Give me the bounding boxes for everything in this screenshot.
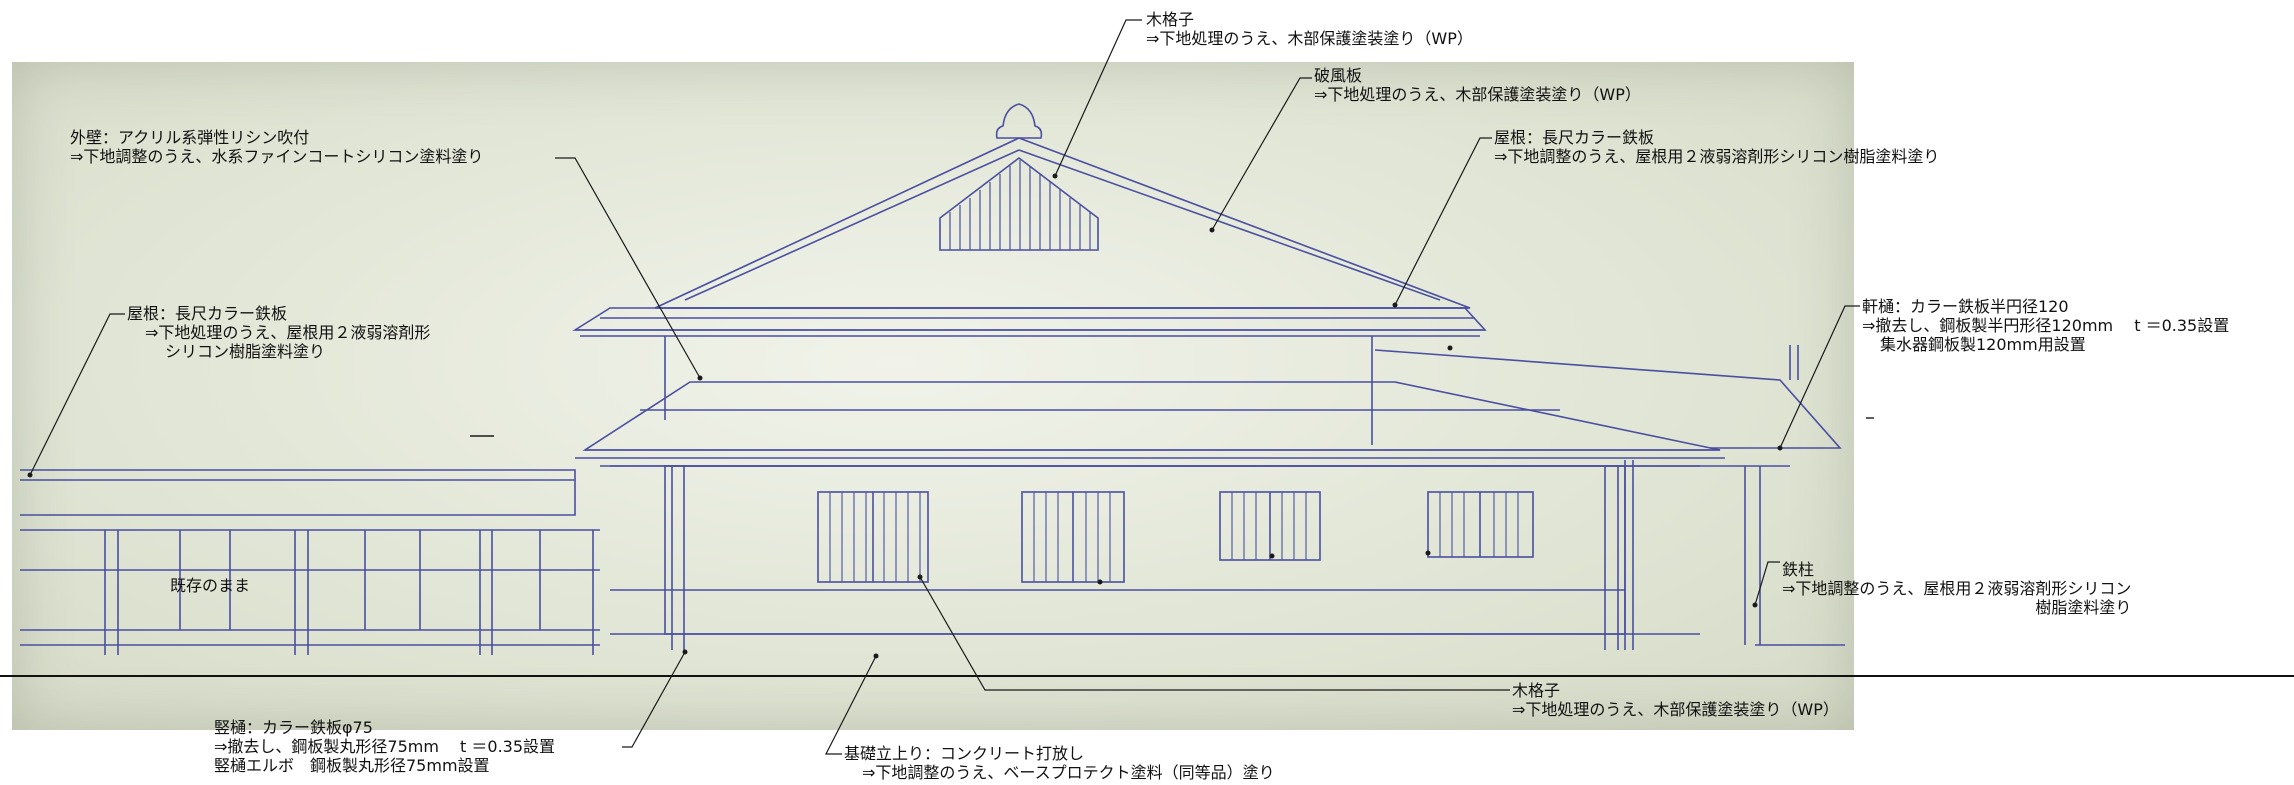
note-roof-upper-spec: ⇒下地調整のうえ、屋根用２液弱溶剤形シリコン樹脂塗料塗り [1494,147,1940,166]
note-barge-board-title: 破風板 [1314,66,1363,85]
note-steel-column-spec-1: ⇒下地調整のうえ、屋根用２液弱溶剤形シリコン [1782,579,2132,598]
corridor-roof [20,469,576,516]
leader-lattice-bottom [919,576,1510,691]
note-foundation-title: 基礎立上り：コンクリート打放し [844,744,1085,763]
window-3 [1219,491,1321,561]
note-lattice-bottom: 木格子 ⇒下地処理のうえ、木部保護塗装塗り（WP） [1512,681,1839,719]
note-existing: 既存のまま [170,576,250,595]
leader-steel-column [1754,561,1780,606]
note-downspout-spec-2: 竪樋エルボ 鋼板製丸形径75mm設置 [214,756,490,775]
leader-barge-board [1211,77,1312,231]
note-roof-upper-title: 屋根：長尺カラー鉄板 [1494,128,1655,147]
note-downspout-title: 竪樋：カラー鉄板φ75 [214,718,373,737]
upper-eaves [572,307,1487,331]
note-roof-left-title: 屋根：長尺カラー鉄板 [127,304,288,323]
note-steel-column-spec-2: 樹脂塗料塗り [2035,598,2132,617]
window-1 [817,491,929,583]
leader-outer-wall [555,157,701,379]
note-steel-column: 鉄柱 ⇒下地調整のうえ、屋根用２液弱溶剤形シリコン 樹脂塗料塗り [1782,560,2131,617]
note-roof-left-spec-1: ⇒下地処理のうえ、屋根用２液弱溶剤形 [145,323,431,342]
note-eaves-gutter-spec-1: ⇒撤去し、鋼板製半円形径120mm t ＝0.35設置 [1862,316,2230,335]
ridge-ornament [995,103,1043,139]
leader-downspout [622,651,686,748]
note-roof-left-spec-2: シリコン樹脂塗料塗り [165,342,326,361]
lower-roof [582,381,1721,451]
note-lattice-top-spec: ⇒下地処理のうえ、木部保護塗装塗り（WP） [1146,29,1473,48]
drawing-paper [12,62,1854,730]
note-foundation: 基礎立上り：コンクリート打放し ⇒下地調整のうえ、ベースプロテクト塗料（同等品）… [844,744,1275,782]
note-roof-left: 屋根：長尺カラー鉄板 ⇒下地処理のうえ、屋根用２液弱溶剤形 シリコン樹脂塗料塗り [127,304,430,361]
note-existing-label: 既存のまま [170,576,251,595]
leader-lattice-top [1054,19,1142,177]
note-lattice-bottom-title: 木格子 [1512,681,1561,700]
note-downspout-spec-1: ⇒撤去し、鋼板製丸形径75mm t ＝0.35設置 [214,737,556,756]
window-2 [1021,491,1125,583]
annex-roof [1374,349,1842,449]
note-steel-column-title: 鉄柱 [1782,560,1815,579]
note-outer-wall-title: 外壁：アクリル系弾性リシン吹付 [70,128,310,147]
note-lattice-bottom-spec: ⇒下地処理のうえ、木部保護塗装塗り（WP） [1512,700,1839,719]
note-downspout: 竪樋：カラー鉄板φ75 ⇒撤去し、鋼板製丸形径75mm t ＝0.35設置 竪樋… [214,718,555,775]
leader-eaves-gutter [1779,305,1860,449]
note-roof-upper: 屋根：長尺カラー鉄板 ⇒下地調整のうえ、屋根用２液弱溶剤形シリコン樹脂塗料塗り [1494,128,1939,166]
corridor-posts [104,530,594,655]
gable-lattice [939,156,1099,251]
leader-roof-left [29,313,125,476]
note-outer-wall-spec: ⇒下地調整のうえ、水系ファインコートシリコン塗料塗り [70,147,484,166]
note-foundation-spec: ⇒下地調整のうえ、ベースプロテクト塗料（同等品）塗り [862,763,1275,782]
note-eaves-gutter-spec-2: 集水器鋼板製120mm用設置 [1880,335,2086,354]
note-eaves-gutter: 軒樋：カラー鉄板半円径120 ⇒撤去し、鋼板製半円形径120mm t ＝0.35… [1862,297,2229,354]
main-gable [654,137,1471,309]
note-outer-wall: 外壁：アクリル系弾性リシン吹付 ⇒下地調整のうえ、水系ファインコートシリコン塗料… [70,128,483,166]
leader-roof-upper [1394,137,1492,306]
note-barge-board-spec: ⇒下地処理のうえ、木部保護塗装塗り（WP） [1314,85,1641,104]
leader-foundation [825,655,877,755]
window-4 [1427,491,1534,558]
note-lattice-top: 木格子 ⇒下地処理のうえ、木部保護塗装塗り（WP） [1146,10,1473,48]
note-lattice-top-title: 木格子 [1146,10,1195,29]
note-barge-board: 破風板 ⇒下地処理のうえ、木部保護塗装塗り（WP） [1314,66,1641,104]
note-eaves-gutter-title: 軒樋：カラー鉄板半円径120 [1862,297,2069,316]
